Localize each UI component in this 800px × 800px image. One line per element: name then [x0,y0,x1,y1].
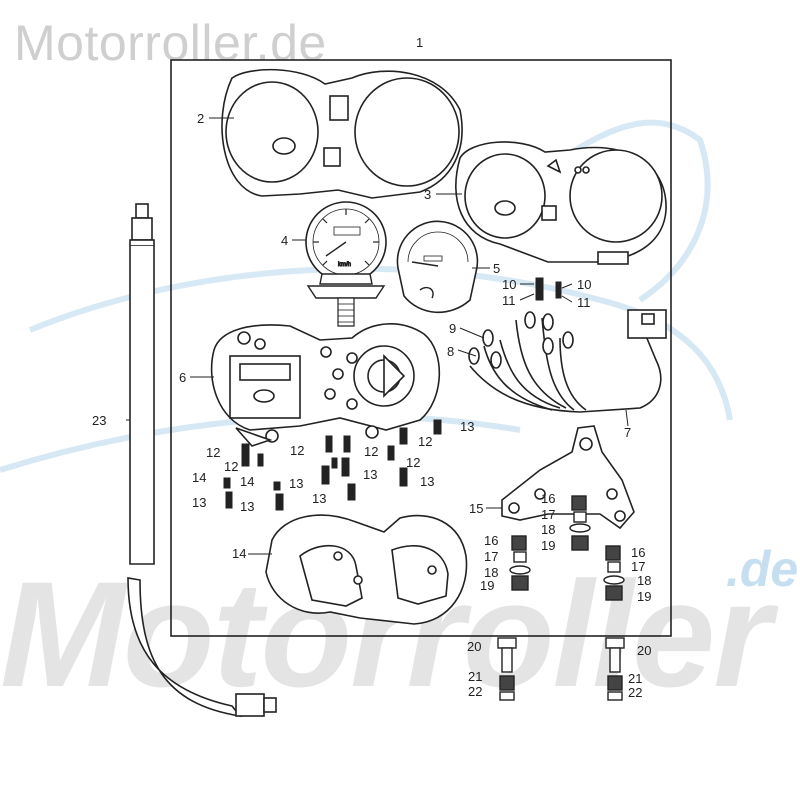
callout-12-f: 12 [406,455,420,470]
callout-19-c: 19 [637,589,651,604]
callout-21-b: 21 [628,671,642,686]
callout-14-a: 14 [192,470,206,485]
callout-5: 5 [493,261,500,276]
callout-10-left: 10 [502,277,516,292]
watermark-top: Motorroller.de [14,15,327,71]
callout-13-c: 13 [420,474,434,489]
callout-22-b: 22 [628,685,642,700]
part-wiring-harness [468,309,667,413]
callout-17-b: 17 [484,549,498,564]
part-lower-housing [455,141,667,265]
leader-lines [126,117,629,555]
callout-21-a: 21 [468,669,482,684]
callout-18-c: 18 [637,573,651,588]
callout-17-c: 17 [631,559,645,574]
callout-15: 15 [469,501,483,516]
callout-20-a: 20 [467,639,481,654]
callout-20-b: 20 [637,643,651,658]
callout-labels: 1 2 3 4 5 6 7 8 9 10 10 11 11 12 12 12 1… [92,35,651,700]
callout-23: 23 [92,413,106,428]
callout-17-a: 17 [541,507,555,522]
callout-6: 6 [179,370,186,385]
watermark-suffix: .de [726,541,799,597]
callout-13-b: 13 [363,467,377,482]
speedometer-unit-text: km/h [338,262,351,268]
part-speedometer: km/h [305,201,387,327]
callout-13-e: 13 [312,491,326,506]
callout-12-b: 12 [224,459,238,474]
callout-13-a: 13 [460,419,474,434]
callout-12-d: 12 [364,444,378,459]
callout-22-a: 22 [468,684,482,699]
callout-2: 2 [197,111,204,126]
part-mounting-bracket [501,425,635,530]
callout-18-b: 18 [484,565,498,580]
callout-12-c: 12 [290,443,304,458]
hardware-screws [223,277,562,511]
callout-11-left: 11 [502,293,516,308]
callout-14-b: 14 [240,474,254,489]
callout-16-b: 16 [484,533,498,548]
part-upper-cover [221,68,463,199]
part-fuel-gauge [396,220,479,314]
callout-12-a: 12 [206,445,220,460]
callout-18-a: 18 [541,522,555,537]
part-speedometer-cable [127,203,277,718]
callout-9: 9 [449,321,456,336]
part-rear-cover [265,514,468,625]
hardware-nut-stacks [497,495,625,701]
callout-14-c: 14 [232,546,246,561]
callout-19-b: 19 [480,578,494,593]
callout-12-e: 12 [418,434,432,449]
callout-16-a: 16 [541,491,555,506]
callout-8: 8 [447,344,454,359]
callout-13-g: 13 [240,499,254,514]
callout-19-a: 19 [541,538,555,553]
callout-10-right: 10 [577,277,591,292]
callout-13-f: 13 [192,495,206,510]
part-instrument-case [210,323,441,447]
assembly-frame [170,59,672,637]
callout-11-right: 11 [577,295,591,310]
callout-13-d: 13 [289,476,303,491]
callout-3: 3 [424,187,431,202]
callout-4: 4 [281,233,288,248]
callout-7: 7 [624,425,631,440]
callout-16-c: 16 [631,545,645,560]
callout-1: 1 [416,35,423,50]
